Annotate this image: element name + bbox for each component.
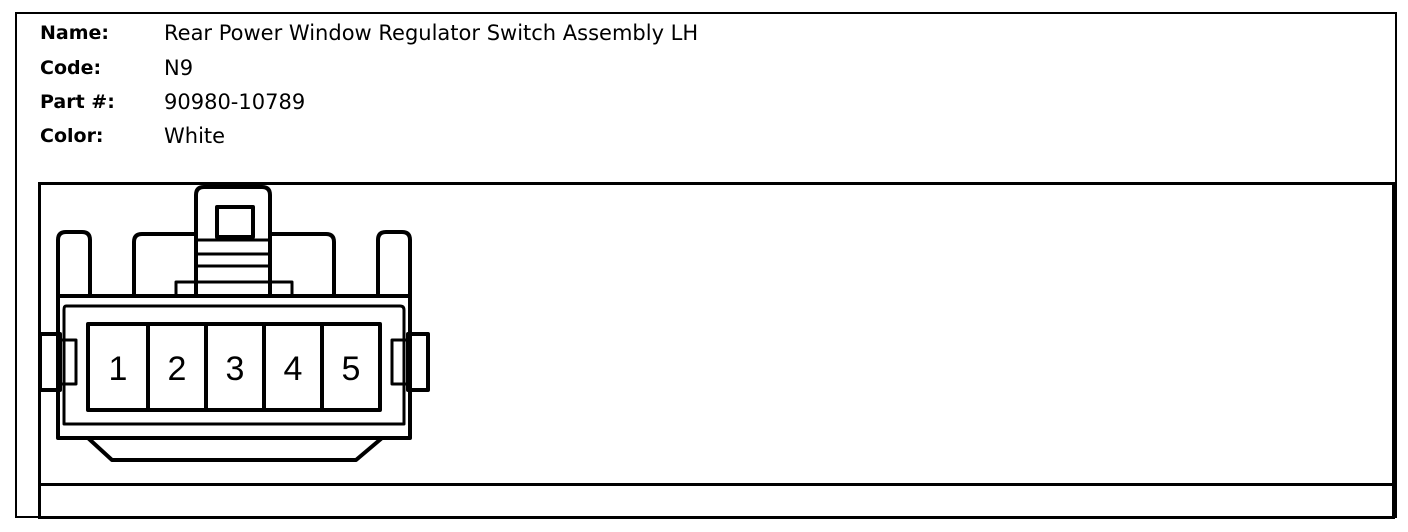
connector-bottom-lip	[86, 436, 384, 462]
connector-latch	[194, 185, 272, 296]
pin-3: 3	[226, 350, 245, 388]
pin-1: 1	[109, 350, 128, 388]
part-number-label: Part #:	[40, 91, 115, 113]
pin-cavity-block	[86, 322, 382, 412]
connector-shoulder	[132, 232, 336, 296]
connector-housing-inner	[62, 304, 406, 426]
footer-divider	[38, 483, 1395, 486]
connector-left-guide	[56, 230, 92, 300]
code-label: Code:	[40, 57, 102, 79]
color-label: Color:	[40, 125, 104, 147]
part-number-value: 90980-10789	[164, 90, 306, 114]
connector-left-tab	[38, 332, 62, 392]
connector-right-guide	[376, 230, 412, 300]
connector-right-tab	[406, 332, 430, 392]
pin-5: 5	[342, 350, 361, 388]
code-value: N9	[164, 56, 194, 80]
pin-4: 4	[284, 350, 303, 388]
color-value: White	[164, 124, 226, 148]
name-label: Name:	[40, 22, 110, 44]
name-value: Rear Power Window Regulator Switch Assem…	[164, 21, 699, 45]
pin-2: 2	[168, 350, 187, 388]
connector-latch-window	[215, 205, 255, 239]
